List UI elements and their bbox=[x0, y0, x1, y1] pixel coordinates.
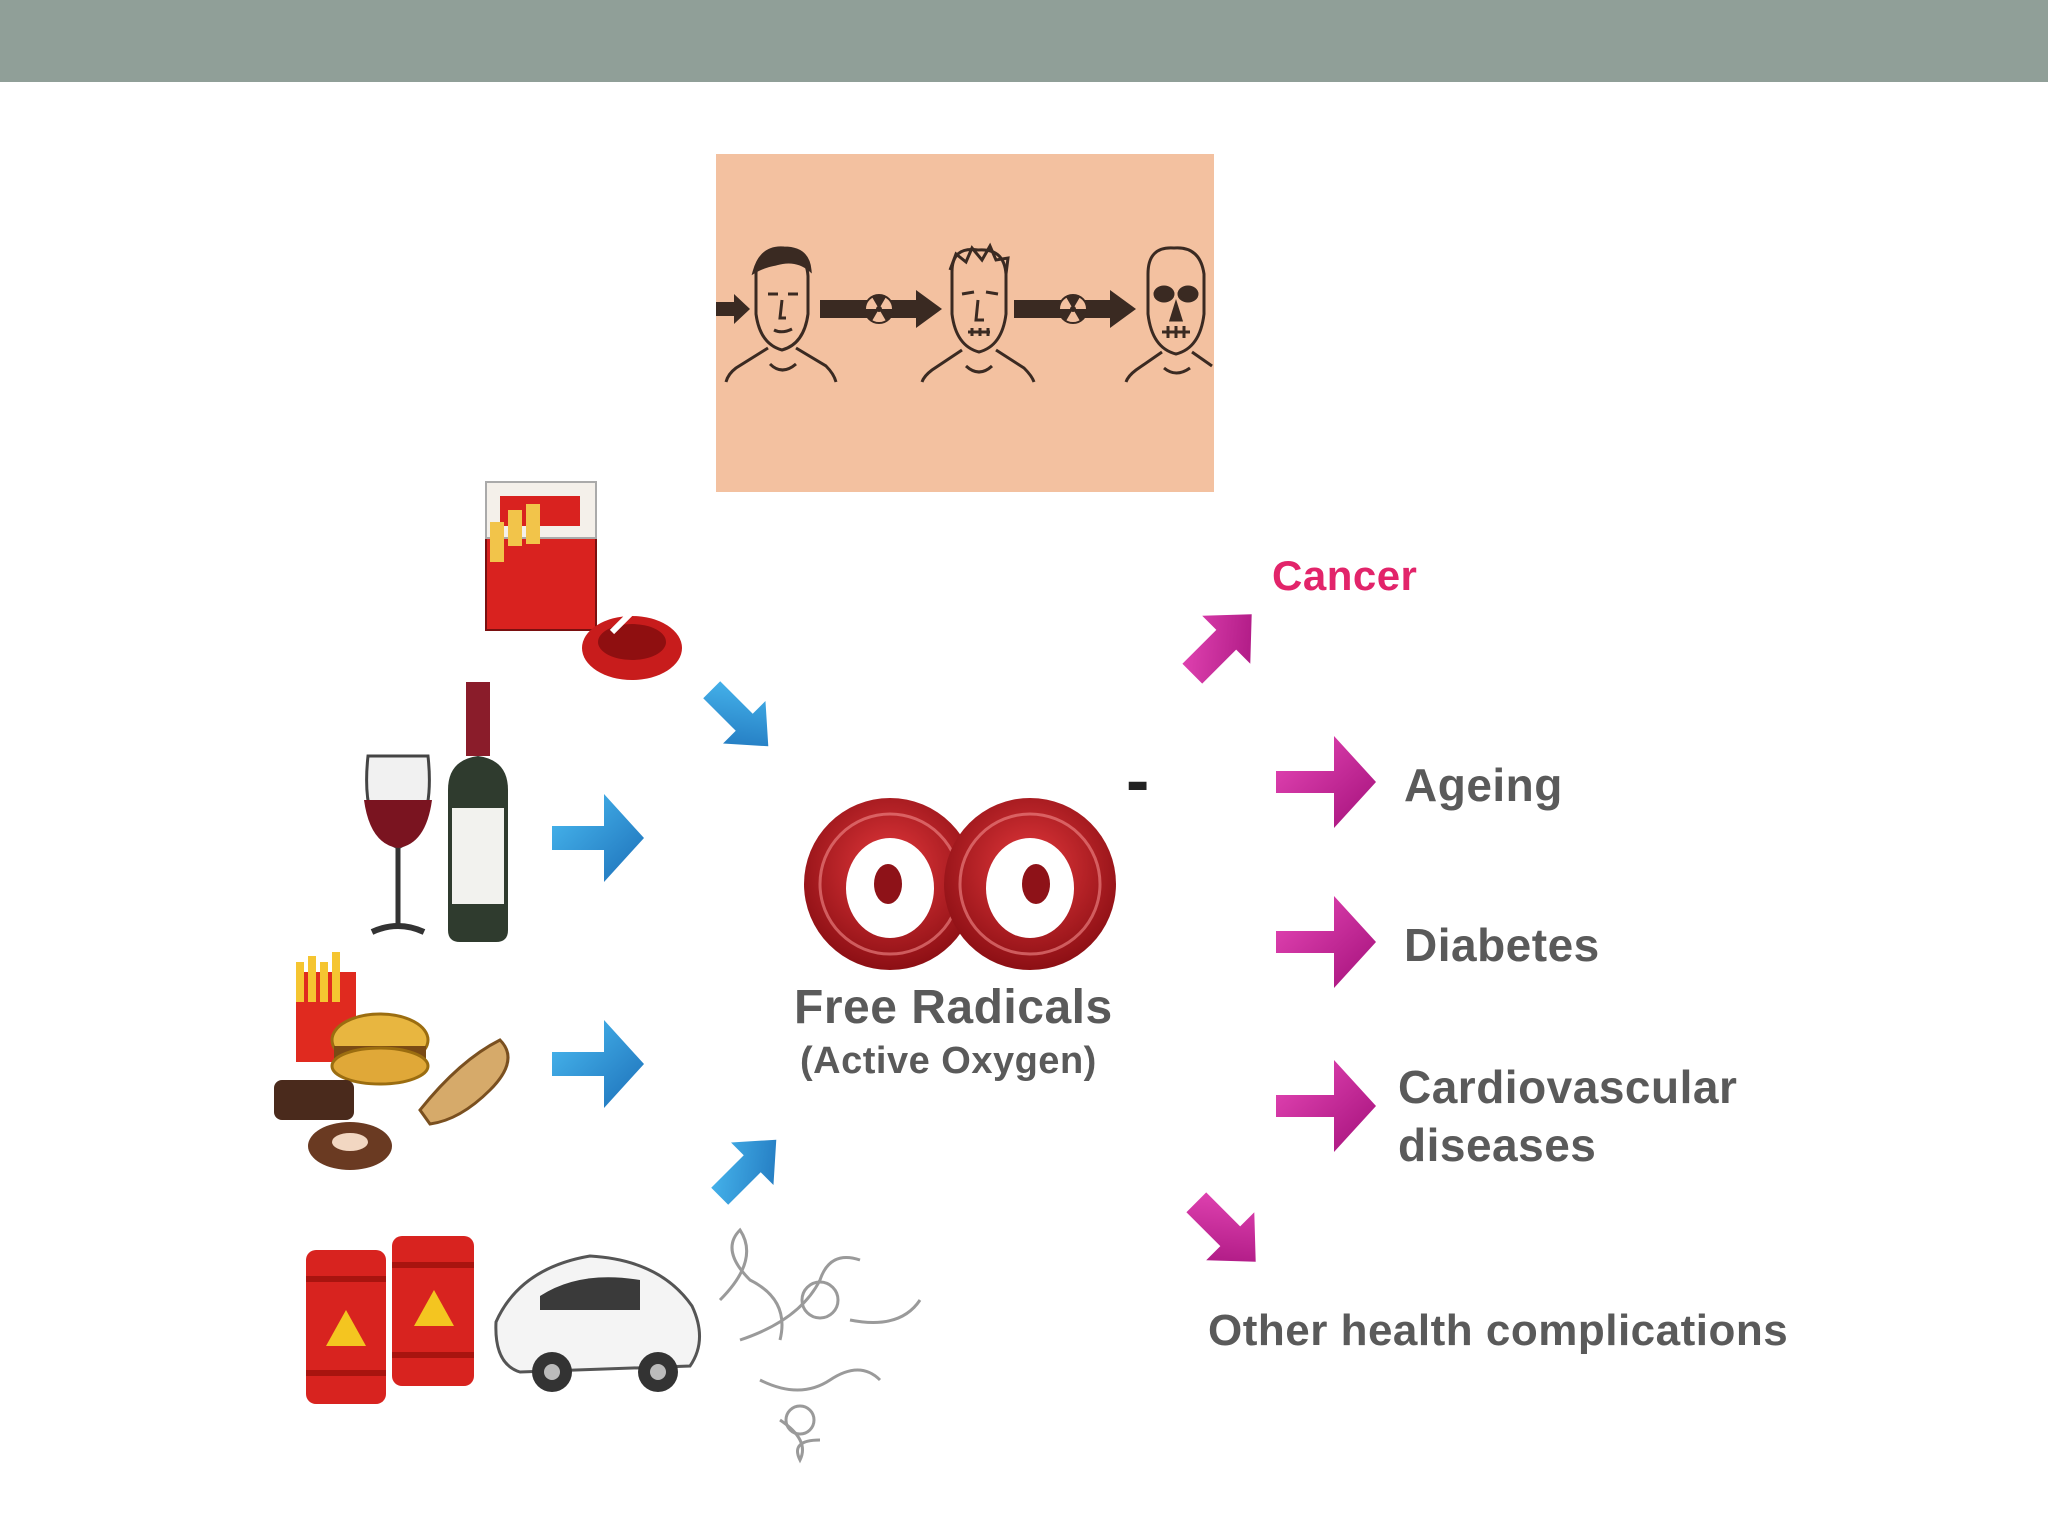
arrow-ageing bbox=[1276, 736, 1376, 828]
arrow-pollution bbox=[711, 1139, 777, 1205]
arrow-cancer bbox=[1182, 614, 1252, 684]
fast-food-icon bbox=[274, 952, 510, 1170]
effect-label-ageing: Ageing bbox=[1404, 759, 1563, 811]
effect-arrows bbox=[1182, 614, 1376, 1262]
wine-bottle-glass-icon bbox=[364, 682, 508, 942]
free-radicals-label: Free Radicals bbox=[794, 981, 1113, 1034]
arrow-smoking bbox=[703, 681, 769, 747]
arrow-other bbox=[1186, 1192, 1256, 1262]
charge-sign: - bbox=[1126, 741, 1149, 819]
active-oxygen-label: (Active Oxygen) bbox=[800, 1040, 1097, 1082]
arrow-alcohol bbox=[552, 794, 644, 882]
arrow-cardiovascular bbox=[1276, 1060, 1376, 1152]
effect-label-cardiovascular: Cardiovascular diseases bbox=[1398, 1058, 1737, 1174]
aged-face-icon bbox=[920, 242, 1036, 383]
radiation-icon bbox=[1058, 294, 1088, 324]
effect-label-cardiovascular-line2: diseases bbox=[1398, 1119, 1597, 1171]
cigarette-pack-icon bbox=[485, 481, 682, 680]
free-radical-molecule-icon bbox=[804, 798, 1116, 970]
effect-label-cancer: Cancer bbox=[1272, 552, 1418, 599]
skull-face-icon bbox=[1124, 246, 1213, 383]
source-arrows bbox=[552, 681, 777, 1205]
title-bar bbox=[0, 0, 2048, 82]
effect-label-diabetes: Diabetes bbox=[1404, 919, 1600, 971]
arrow-diet bbox=[552, 1020, 644, 1108]
young-face-icon bbox=[724, 246, 838, 383]
arrow-diabetes bbox=[1276, 896, 1376, 988]
ageing-illustration bbox=[716, 154, 1214, 492]
pollution-barrels-car-icon bbox=[306, 1227, 922, 1464]
radiation-icon bbox=[864, 294, 894, 324]
effect-label-cardiovascular-line1: Cardiovascular bbox=[1398, 1061, 1738, 1113]
effect-label-other: Other health complications bbox=[1208, 1306, 1789, 1355]
